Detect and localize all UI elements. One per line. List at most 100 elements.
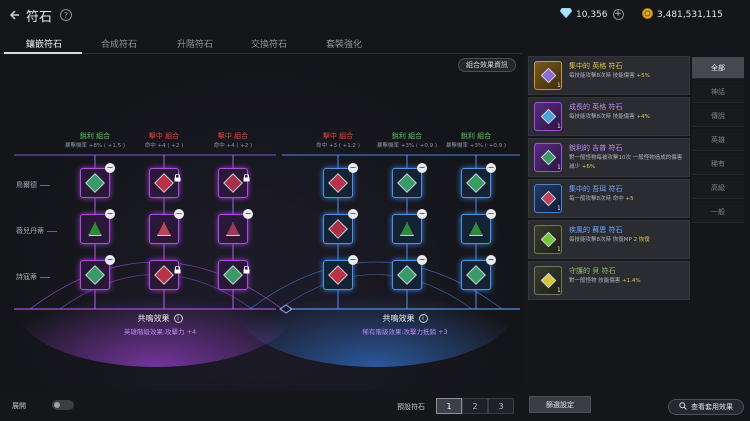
rune-effect: 每技能攻擊8次時 技能傷害 +4% bbox=[569, 114, 650, 120]
remove-icon[interactable]: − bbox=[348, 255, 358, 265]
rune-gem-icon bbox=[226, 222, 240, 236]
category-advanced[interactable]: 高級 bbox=[692, 177, 744, 199]
remove-icon[interactable]: − bbox=[486, 209, 496, 219]
rune-icon bbox=[534, 266, 562, 295]
rune-slot[interactable]: − bbox=[461, 163, 496, 198]
tab-upgrade-rune[interactable]: 升階符石 bbox=[177, 40, 214, 50]
rune-slot[interactable]: − bbox=[392, 255, 427, 290]
tab-combine-rune[interactable]: 合成符石 bbox=[101, 40, 138, 50]
rune-slot[interactable]: − bbox=[323, 163, 358, 198]
add-diamond-button[interactable]: + bbox=[612, 9, 624, 20]
rune-slot[interactable]: − bbox=[461, 209, 496, 244]
rune-slot[interactable]: − bbox=[149, 209, 184, 244]
resonance-title: 共鳴效果 bbox=[382, 314, 415, 323]
category-legend[interactable]: 傳說 bbox=[692, 105, 744, 127]
rune-list-item[interactable]: 1 守護的 貝 符石 對一般怪物 技能傷害 +1.4% bbox=[528, 261, 690, 300]
category-mythic[interactable]: 神話 bbox=[692, 81, 744, 103]
info-icon[interactable]: i bbox=[418, 314, 428, 323]
rune-gem-icon bbox=[400, 222, 414, 236]
category-normal[interactable]: 一般 bbox=[692, 201, 744, 223]
resonance-desc: 稀有階級效果:攻擊力抵銷 +3 bbox=[362, 328, 448, 336]
rune-gem-icon bbox=[154, 265, 174, 285]
help-icon[interactable]: ? bbox=[60, 9, 73, 21]
rune-list-item[interactable]: 1 疾風的 蘇恩 符石 每技能攻擊8次時 恢復MP 2 恢復 bbox=[528, 220, 690, 259]
rune-slot[interactable]: − bbox=[323, 209, 358, 244]
preset-3-button[interactable]: 3 bbox=[488, 398, 514, 414]
active-tab-indicator bbox=[4, 52, 82, 54]
rune-slot[interactable]: − bbox=[323, 255, 358, 290]
remove-icon[interactable]: − bbox=[243, 209, 253, 219]
search-icon bbox=[679, 402, 687, 412]
rune-slot[interactable] bbox=[218, 168, 250, 198]
remove-icon[interactable]: − bbox=[348, 163, 358, 173]
gold-coin-icon bbox=[642, 8, 653, 22]
rune-list-item[interactable]: 1 集中的 英格 符石 每技能攻擊8次時 技能傷害 +5% bbox=[528, 56, 690, 95]
remove-icon[interactable]: − bbox=[348, 209, 358, 219]
rune-slot[interactable] bbox=[149, 168, 181, 198]
combo-effect-info-button[interactable]: 組合效果資訊 bbox=[458, 58, 516, 72]
rune-slot[interactable]: − bbox=[392, 209, 427, 244]
remove-icon[interactable]: − bbox=[417, 209, 427, 219]
lock-icon bbox=[174, 259, 181, 274]
preset-1-button[interactable]: 1 bbox=[436, 398, 462, 414]
remove-icon[interactable]: − bbox=[105, 163, 115, 173]
info-icon[interactable]: i bbox=[173, 314, 183, 323]
rune-list-item[interactable]: 1 銳利的 吉普 符石 對一般怪物每被攻擊10次 一般怪物造成的傷害減少 +6% bbox=[528, 138, 690, 177]
tab-socket-rune[interactable]: 鑲嵌符石 bbox=[26, 40, 63, 50]
combo-name: 銳利 組合 bbox=[460, 132, 492, 140]
rune-slot[interactable]: − bbox=[392, 163, 427, 198]
rune-effect: 每一般攻擊8次時 命中 +5 bbox=[569, 196, 634, 202]
column-header: 銳利 組合 暴擊機率 +8% ( +1.5 ) bbox=[65, 131, 125, 151]
gold-amount: 3,481,531,115 bbox=[657, 10, 723, 20]
socket-panel bbox=[0, 55, 522, 391]
rune-list-item[interactable]: 1 集中的 吾珥 符石 每一般攻擊8次時 命中 +5 bbox=[528, 179, 690, 218]
rune-slot[interactable]: − bbox=[80, 209, 115, 244]
column-header: 擊中 組合 命中 +3 ( +1.2 ) bbox=[308, 131, 368, 151]
tab-bar: 鑲嵌符石 合成符石 升階符石 交換符石 套裝強化 bbox=[0, 32, 522, 54]
rune-slot[interactable]: − bbox=[80, 163, 115, 198]
toggle-knob bbox=[54, 402, 60, 408]
combo-name: 銳利 組合 bbox=[79, 132, 111, 140]
column-header: 銳利 組合 暴擊機率 +3% ( +0.9 ) bbox=[446, 131, 506, 151]
rune-gem-icon bbox=[397, 173, 417, 193]
rune-slot[interactable] bbox=[149, 259, 181, 290]
preset-2-button[interactable]: 2 bbox=[462, 398, 488, 414]
rune-list: 1 集中的 英格 符石 每技能攻擊8次時 技能傷害 +5% 1 成長的 英格 符… bbox=[528, 56, 690, 389]
remove-icon[interactable]: − bbox=[105, 209, 115, 219]
expand-toggle[interactable] bbox=[52, 400, 74, 410]
rune-slot[interactable]: − bbox=[461, 255, 496, 290]
rune-list-item[interactable]: 1 成長的 英格 符石 每技能攻擊8次時 技能傷害 +4% bbox=[528, 97, 690, 136]
category-all[interactable]: 全部 bbox=[692, 57, 744, 79]
remove-icon[interactable]: − bbox=[105, 255, 115, 265]
rune-name: 守護的 貝 符石 bbox=[569, 267, 616, 275]
category-rare[interactable]: 稀有 bbox=[692, 153, 744, 175]
rune-gem-icon bbox=[223, 265, 243, 285]
tab-set-enhance[interactable]: 套裝強化 bbox=[326, 40, 363, 50]
combo-name: 銳利 組合 bbox=[391, 132, 423, 140]
view-applied-effect-button[interactable]: 查看套用效果 bbox=[668, 399, 744, 415]
rune-slot[interactable]: − bbox=[218, 209, 253, 244]
rune-gem-icon bbox=[328, 219, 348, 239]
rune-slot[interactable] bbox=[218, 260, 250, 290]
rune-gem-icon bbox=[466, 265, 486, 285]
remove-icon[interactable]: − bbox=[417, 163, 427, 173]
preset-label: 預設符石 bbox=[397, 403, 425, 411]
tab-exchange-rune[interactable]: 交換符石 bbox=[251, 40, 288, 50]
remove-icon[interactable]: − bbox=[417, 255, 427, 265]
filter-settings-button[interactable]: 篩選設定 bbox=[529, 396, 591, 413]
combo-effect: 暴擊機率 +3% ( +0.9 ) bbox=[377, 143, 437, 149]
rune-name: 銳利的 吉普 符石 bbox=[569, 144, 623, 152]
rune-icon bbox=[534, 143, 562, 172]
category-hero[interactable]: 英雄 bbox=[692, 129, 744, 151]
rune-icon bbox=[534, 61, 562, 90]
remove-icon[interactable]: − bbox=[486, 163, 496, 173]
remove-icon[interactable]: − bbox=[174, 209, 184, 219]
combo-effect: 命中 +3 ( +1.2 ) bbox=[316, 143, 360, 149]
gold-currency: 3,481,531,115 bbox=[642, 8, 723, 22]
back-arrow-icon[interactable] bbox=[8, 9, 20, 21]
remove-icon[interactable]: − bbox=[486, 255, 496, 265]
rune-effect: 每技能攻擊8次時 技能傷害 +5% bbox=[569, 73, 650, 79]
rune-slot[interactable]: − bbox=[80, 255, 115, 290]
